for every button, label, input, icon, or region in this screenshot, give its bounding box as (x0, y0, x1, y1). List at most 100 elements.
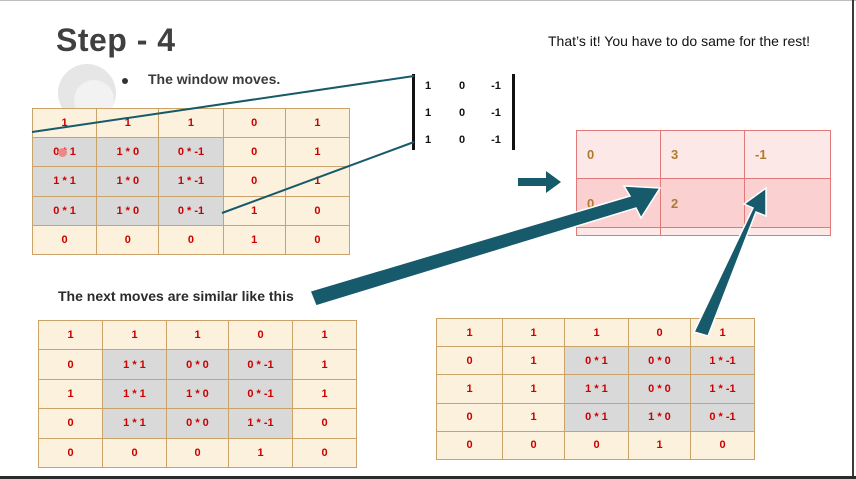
grid-cell: 0 (38, 408, 103, 439)
kernel-cell: 0 (458, 107, 466, 119)
table-row (576, 226, 831, 237)
grid-cell: 0 (228, 319, 293, 351)
grid-cell: 1 (38, 319, 103, 351)
table-row: 1 1 1 0 1 (436, 317, 755, 348)
table-row: 0 1 * 1 0 * 0 0 * -1 1 (38, 349, 357, 380)
grid-cell: 1 (502, 317, 565, 348)
grid-cell: 0 (436, 402, 503, 432)
frame-top-line (0, 0, 856, 1)
grid-cell: 1 (228, 437, 293, 469)
grid-cell: 0 (436, 346, 503, 376)
kernel-right-bracket (512, 74, 515, 150)
grid-cell: 1 (38, 378, 103, 410)
table-row: 0 1 0 * 1 0 * 0 1 * -1 (436, 346, 755, 376)
table-row: 1 * 1 1 * 0 1 * -1 0 1 (31, 166, 351, 197)
table-row: 0 0 0 1 0 (436, 430, 755, 461)
kernel-cell: 0 (458, 80, 466, 92)
table-row: 0 1 0 * 1 1 * 0 0 * -1 (436, 402, 755, 432)
grid-cell-highlight: 1 * -1 (690, 374, 755, 404)
result-cell: 2 (660, 178, 745, 228)
grid-cell: 1 (102, 319, 167, 351)
grid-cell-highlight: 0 * -1 (158, 195, 224, 226)
table-row: 0 0 0 1 0 (38, 437, 357, 469)
pointer-dot (58, 148, 67, 157)
grid-cell-highlight: 1 * -1 (158, 166, 224, 197)
next-move-arrow-icon (308, 185, 662, 307)
frame-right-line (852, 0, 854, 479)
grid-cell: 0 (436, 430, 503, 461)
grid-cell-highlight: 1 * 0 (166, 378, 229, 410)
grid-cell: 0 (284, 195, 351, 226)
grid-cell: 1 (284, 137, 351, 168)
right-arrow-icon (518, 171, 561, 193)
table-row: 0 * 1 1 * 0 0 * -1 1 0 (31, 195, 351, 226)
grid-cell: 0 (284, 224, 351, 256)
table-row: 0 0 0 1 0 (31, 224, 351, 256)
grid-cell: 0 (292, 437, 357, 469)
input-grid-next-left: 1 1 1 0 1 0 1 * 1 0 * 0 0 * -1 1 1 1 * 1… (38, 319, 357, 469)
grid-cell-highlight: 0 * 1 (564, 402, 629, 432)
frame-bottom-line (0, 476, 856, 479)
projection-line-bottom (221, 141, 415, 214)
grid-cell: 1 (292, 349, 357, 380)
grid-cell: 1 (502, 346, 565, 376)
grid-cell-highlight: 0 * -1 (690, 402, 755, 432)
grid-cell: 0 (690, 430, 755, 461)
table-row: 0 1 * 1 0 * 0 1 * -1 0 (38, 408, 357, 439)
kernel-cell: 1 (424, 80, 432, 92)
caption-text: The next moves are similar like this (58, 288, 294, 304)
grid-cell: 0 (628, 317, 691, 348)
table-row: 1 1 1 0 1 (38, 319, 357, 351)
note-text: That’s it! You have to do same for the r… (548, 33, 811, 49)
kernel-matrix: 1 0 -1 1 0 -1 1 0 -1 (412, 74, 516, 150)
grid-cell: 0 (38, 437, 103, 469)
grid-cell: 1 (292, 378, 357, 410)
grid-cell-highlight: 1 * 0 (96, 166, 160, 197)
grid-cell: 0 (222, 137, 286, 168)
input-grid-main: 1 1 1 0 1 0 * 1 1 * 0 0 * -1 0 1 1 * 1 1… (31, 107, 351, 256)
grid-cell-highlight: 0 * -1 (228, 349, 293, 380)
grid-cell: 0 (292, 408, 357, 439)
grid-cell-highlight: 1 * -1 (228, 408, 293, 439)
kernel-cell: -1 (491, 80, 501, 92)
grid-cell: 0 (222, 166, 286, 197)
grid-cell-highlight: 0 * 1 (564, 346, 629, 376)
bullet-text: The window moves. (148, 71, 281, 87)
bullet-dot-icon (122, 78, 128, 84)
next-move-arrow-icon-2 (692, 186, 767, 337)
grid-cell-highlight: 1 * 1 (102, 378, 167, 410)
table-row: 1 1 1 * 1 0 * 0 1 * -1 (436, 374, 755, 404)
grid-cell: 1 (436, 317, 503, 348)
grid-cell: 0 (502, 430, 565, 461)
result-cell: 0 (576, 129, 661, 180)
grid-cell-highlight: 1 * 1 (102, 408, 167, 439)
grid-cell-highlight: 0 * 0 (628, 374, 691, 404)
grid-cell-highlight: 1 * 1 (564, 374, 629, 404)
grid-cell-highlight: 1 * 0 (96, 195, 160, 226)
kernel-cell: 1 (424, 134, 432, 146)
grid-cell-highlight: 0 * -1 (158, 137, 224, 168)
grid-cell: 0 (96, 224, 160, 256)
slide-title: Step - 4 (56, 22, 176, 58)
grid-cell: 0 (166, 437, 229, 469)
grid-cell-highlight: 0 * 0 (166, 408, 229, 439)
grid-cell-highlight: 0 * 0 (628, 346, 691, 376)
grid-cell-highlight: 0 * 0 (166, 349, 229, 380)
grid-cell: 1 (502, 374, 565, 404)
grid-cell: 0 (31, 224, 98, 256)
kernel-cell: -1 (491, 107, 501, 119)
grid-cell: 1 (284, 107, 351, 139)
grid-cell: 1 (166, 319, 229, 351)
grid-cell: 1 (564, 317, 629, 348)
grid-cell-highlight: 0 * -1 (228, 378, 293, 410)
kernel-left-bracket (412, 74, 415, 150)
grid-cell-highlight: 0 * 1 (31, 195, 98, 226)
grid-cell: 0 (222, 107, 286, 139)
grid-cell: 1 (292, 319, 357, 351)
kernel-cell: 1 (424, 107, 432, 119)
grid-cell: 1 (628, 430, 691, 461)
kernel-cell: -1 (491, 134, 501, 146)
grid-cell-highlight: 1 * 1 (102, 349, 167, 380)
grid-cell: 1 (284, 166, 351, 197)
